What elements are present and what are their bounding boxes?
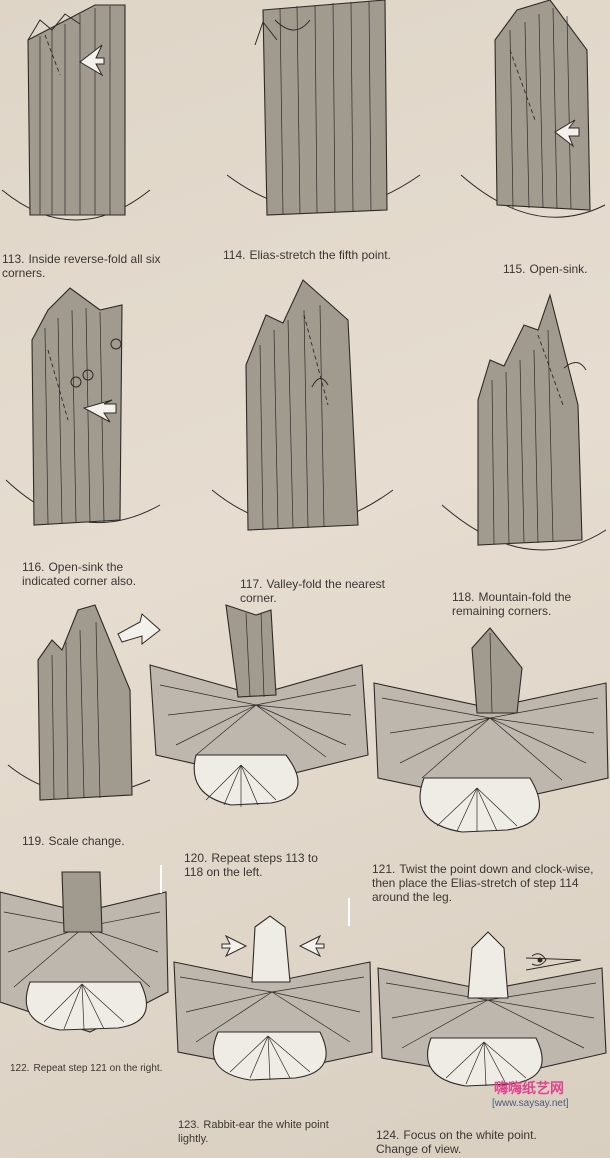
step-120-caption: 120.Repeat steps 113 to 118 on the left. [184, 837, 324, 879]
step-124-diagram [376, 928, 610, 1098]
watermark-url: [www.saysay.net] [492, 1098, 569, 1109]
step-113-diagram [0, 0, 200, 230]
step-123-diagram [170, 912, 380, 1092]
arrow-icon [300, 936, 324, 956]
step-117-caption: 117.Valley-fold the nearest corner. [240, 563, 390, 605]
step-119-diagram [0, 600, 170, 820]
step-120-diagram [146, 605, 376, 825]
step-117-diagram [208, 275, 428, 545]
arrow-icon [222, 936, 246, 956]
step-115: 115.Open-sink. [455, 0, 610, 280]
photo-mark [348, 898, 350, 926]
step-118-diagram [438, 290, 610, 560]
step-122-diagram [0, 872, 170, 1062]
step-115-diagram [455, 0, 610, 230]
step-114: 114.Elias-stretch the fifth point. [215, 0, 445, 260]
step-118: 118.Mountain-fold the remaining corners. [438, 290, 610, 620]
step-115-caption: 115.Open-sink. [503, 248, 603, 276]
step-121: 121.Twist the point down and clock-wise,… [372, 628, 610, 928]
step-124-caption: 124.Focus on the white point. Change of … [376, 1114, 576, 1156]
step-113-caption: 113.Inside reverse-fold all six corners. [2, 238, 172, 280]
step-114-caption: 114.Elias-stretch the fifth point. [223, 234, 443, 262]
step-123-caption: 123.Rabbit-ear the white point lightly. [178, 1104, 358, 1146]
step-114-diagram [215, 0, 445, 230]
step-124: 124.Focus on the white point. Change of … [376, 928, 610, 1158]
eye-icon [526, 954, 581, 970]
step-117: 117.Valley-fold the nearest corner. [208, 275, 428, 595]
step-119-caption-text: 119.Scale change. [22, 820, 142, 848]
step-121-diagram [372, 628, 610, 838]
step-116: 116.Open-sink the indicated corner also. [0, 280, 210, 580]
step-121-caption: 121.Twist the point down and clock-wise,… [372, 848, 606, 904]
watermark-logo: 嗨嗨纸艺网 [www.saysay.net] [488, 1078, 598, 1118]
step-116-caption: 116.Open-sink the indicated corner also. [22, 546, 172, 588]
step-119: 119.Scale change. [0, 600, 170, 850]
step-122-caption: 122.Repeat step 121 on the right. [10, 1048, 170, 1076]
step-123: 123.Rabbit-ear the white point lightly. [170, 912, 380, 1152]
step-116-diagram [0, 280, 210, 540]
step-122: 122.Repeat step 121 on the right. [0, 872, 170, 1112]
step-118-caption: 118.Mountain-fold the remaining corners. [452, 576, 610, 618]
photo-mark [160, 865, 162, 893]
step-120: 120.Repeat steps 113 to 118 on the left. [146, 605, 376, 875]
step-113: 113.Inside reverse-fold all six corners. [0, 0, 200, 280]
watermark-brand: 嗨嗨纸艺网 [494, 1078, 564, 1098]
